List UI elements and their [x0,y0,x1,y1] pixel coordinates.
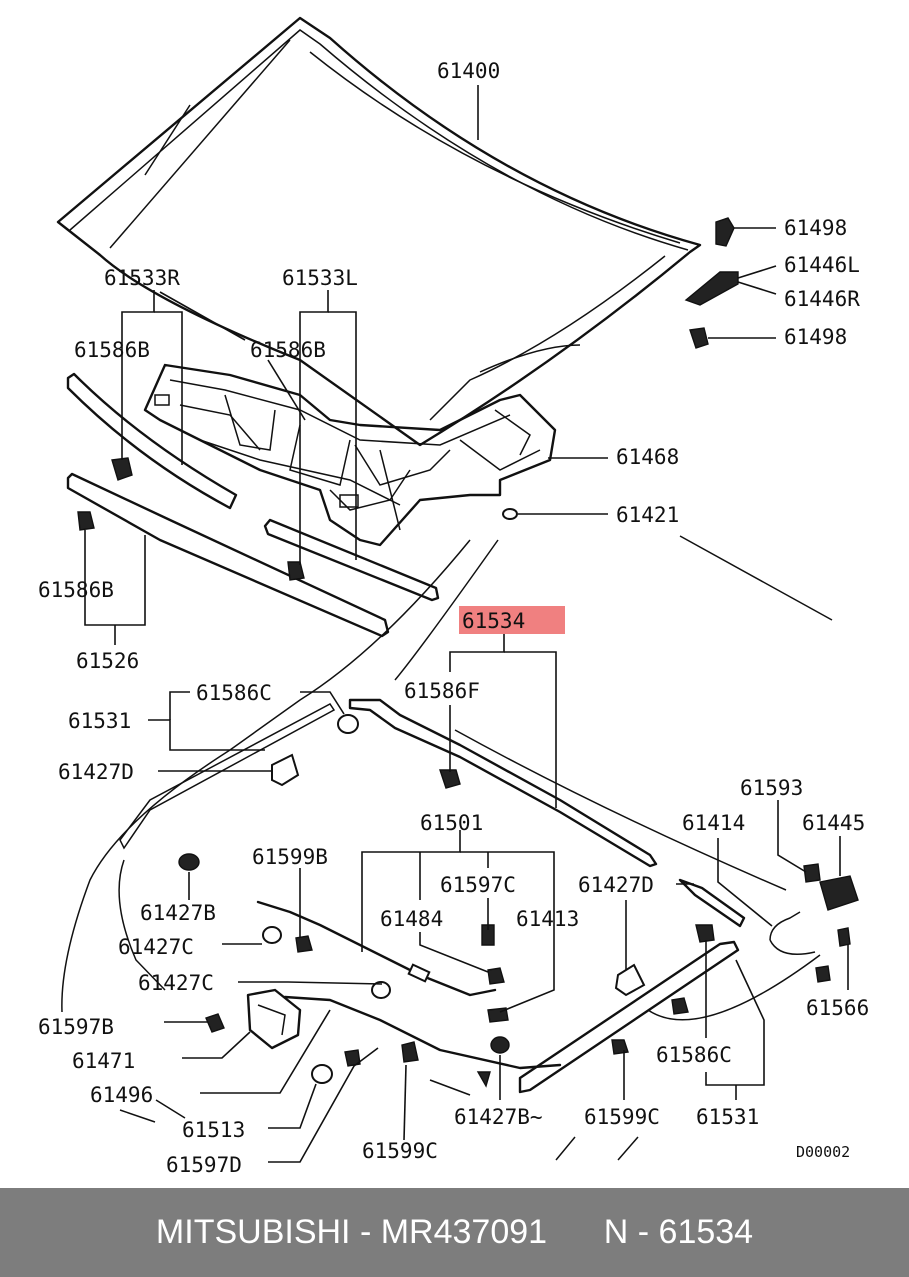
label-61566[interactable]: 61566 [806,996,869,1020]
part-info-banner: MITSUBISHI - MR437091 N - 61534 [0,1188,909,1277]
label-61427c-1[interactable]: 61427C [118,935,194,959]
parts-diagram: 61400 61498 61446L 61446R 61498 61533R 6… [38,16,869,1177]
highlight-box [459,606,565,634]
hood-panel-drawing [56,16,702,447]
label-61427d-left[interactable]: 61427D [58,760,134,784]
label-61599c-bot[interactable]: 61599C [362,1139,438,1163]
label-61421[interactable]: 61421 [616,503,679,527]
label-61586b-2[interactable]: 61586B [250,338,326,362]
label-61597b[interactable]: 61597B [38,1015,114,1039]
label-61593[interactable]: 61593 [740,776,803,800]
hood-lock-drawing [205,988,361,1067]
label-61597c[interactable]: 61597C [440,873,516,897]
label-61468[interactable]: 61468 [616,445,679,469]
label-61533r[interactable]: 61533R [104,266,180,290]
stay-holder-drawing [803,863,859,983]
leader-lines [84,85,849,1163]
hood-inner-frame-drawing [143,363,557,547]
label-61427b-bot[interactable]: 61427B~ [454,1105,543,1129]
label-61597d[interactable]: 61597D [166,1153,242,1177]
clips-61586b-drawing [77,457,305,581]
label-61427d-right[interactable]: 61427D [578,873,654,897]
label-61513[interactable]: 61513 [182,1118,245,1142]
label-61498-bot[interactable]: 61498 [784,325,847,349]
label-61599c-right[interactable]: 61599C [584,1105,660,1129]
label-61484[interactable]: 61484 [380,907,443,931]
label-61414[interactable]: 61414 [682,811,745,835]
label-61586c-top[interactable]: 61586C [196,681,272,705]
label-61533l[interactable]: 61533L [282,266,358,290]
label-61427b-left[interactable]: 61427B [140,901,216,925]
weatherstrips-drawing [66,372,440,638]
label-61446l[interactable]: 61446L [784,253,860,277]
label-61586c-bot[interactable]: 61586C [656,1043,732,1067]
label-61599b[interactable]: 61599B [252,845,328,869]
label-61413[interactable]: 61413 [516,907,579,931]
hood-lower-outline-drawing [61,535,833,1161]
part-number: MR437091 [380,1213,548,1251]
ref-prefix: N - [603,1213,659,1251]
release-cable-drawing [256,900,562,1088]
label-61446r[interactable]: 61446R [784,287,860,311]
label-61586b-1[interactable]: 61586B [74,338,150,362]
label-61498-top[interactable]: 61498 [784,216,847,240]
label-61471[interactable]: 61471 [72,1049,135,1073]
label-61501[interactable]: 61501 [420,811,483,835]
bumpers-drawing [178,714,646,1084]
footer-gap [547,1213,604,1252]
label-61531-left[interactable]: 61531 [68,709,131,733]
label-61496[interactable]: 61496 [90,1083,153,1107]
seal-61534-drawing [348,698,658,868]
hinge-bolts-drawing [502,217,739,520]
brand-name: MITSUBISHI [155,1213,351,1251]
label-61586f[interactable]: 61586F [404,679,480,703]
ref-number: 61534 [658,1213,754,1251]
label-61400[interactable]: 61400 [437,59,500,83]
label-61586b-3[interactable]: 61586B [38,578,114,602]
diagram-code: D00002 [796,1143,850,1161]
part-labels: 61400 61498 61446L 61446R 61498 61533R 6… [38,59,869,1177]
label-61526[interactable]: 61526 [76,649,139,673]
label-61427c-2[interactable]: 61427C [138,971,214,995]
label-61531-right[interactable]: 61531 [696,1105,759,1129]
label-61445[interactable]: 61445 [802,811,865,835]
right-seal-drawing [401,878,821,1094]
brand-separator: - [350,1213,381,1251]
label-61534[interactable]: 61534 [462,609,525,633]
